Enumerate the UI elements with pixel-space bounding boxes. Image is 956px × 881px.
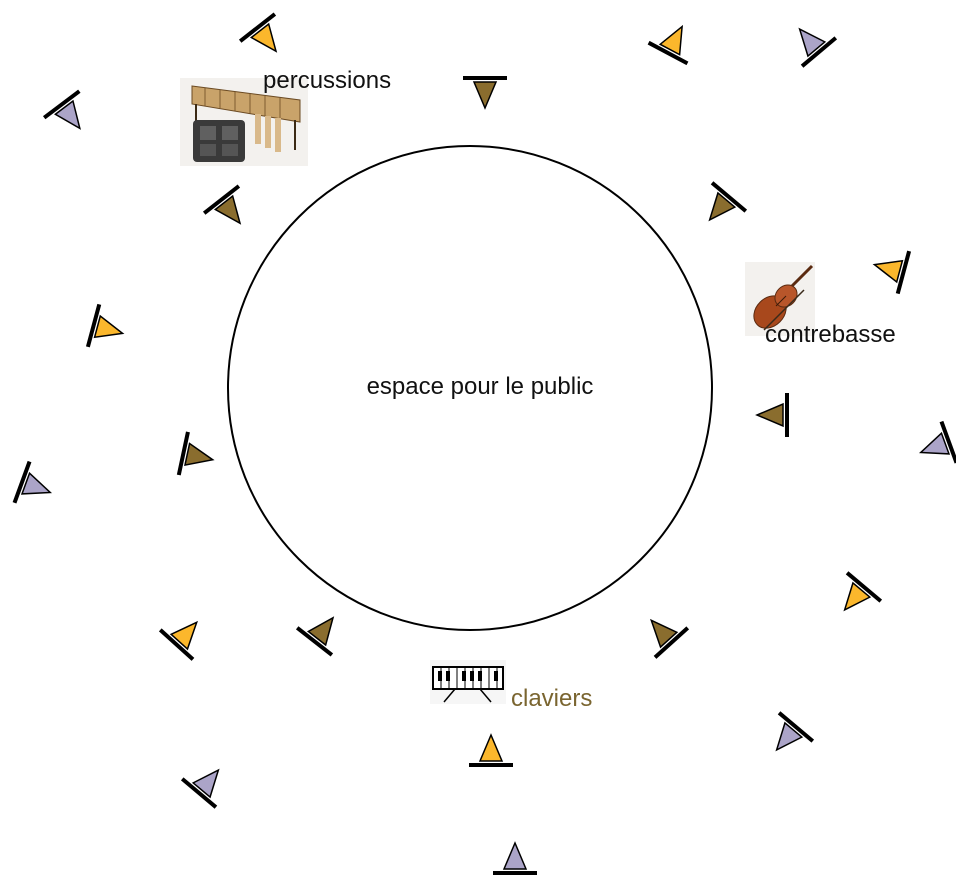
speaker-outer-bottom (493, 841, 537, 875)
speaker-inner-bottom-right (650, 618, 690, 659)
speaker-inner-right (755, 393, 789, 437)
speaker-mid-left (85, 303, 125, 348)
speaker-mid-bottom-right (843, 571, 883, 612)
speaker-outer-right (918, 420, 956, 464)
speaker-inner-top (463, 76, 507, 110)
speaker-outer-top-right (798, 27, 838, 68)
speaker-inner-bottom-left (295, 616, 335, 657)
speaker-outer-bottom-right (775, 711, 815, 752)
speaker-mid-top-right (647, 24, 689, 66)
speaker-mid-bottom-left (158, 620, 198, 661)
speaker-mid-right (872, 250, 912, 295)
public-space-circle (227, 145, 713, 631)
speaker-mid-bottom (469, 733, 513, 767)
speaker-inner-left (176, 431, 215, 476)
contrebasse-label: contrebasse (765, 321, 896, 348)
public-space-label: espace pour le public (367, 373, 594, 400)
marimba-icon (180, 78, 308, 166)
claviers-label: claviers (511, 685, 592, 712)
speaker-inner-top-left (202, 184, 242, 225)
percussions-label: percussions (263, 67, 391, 94)
speaker-inner-top-right (708, 181, 748, 222)
keyboard-icon (430, 660, 506, 704)
double-bass-icon (745, 262, 815, 336)
speaker-outer-left (12, 460, 53, 504)
speaker-mid-top-left (238, 12, 278, 53)
speaker-outer-top-left (42, 89, 81, 130)
speaker-outer-bottom-left (180, 768, 220, 809)
